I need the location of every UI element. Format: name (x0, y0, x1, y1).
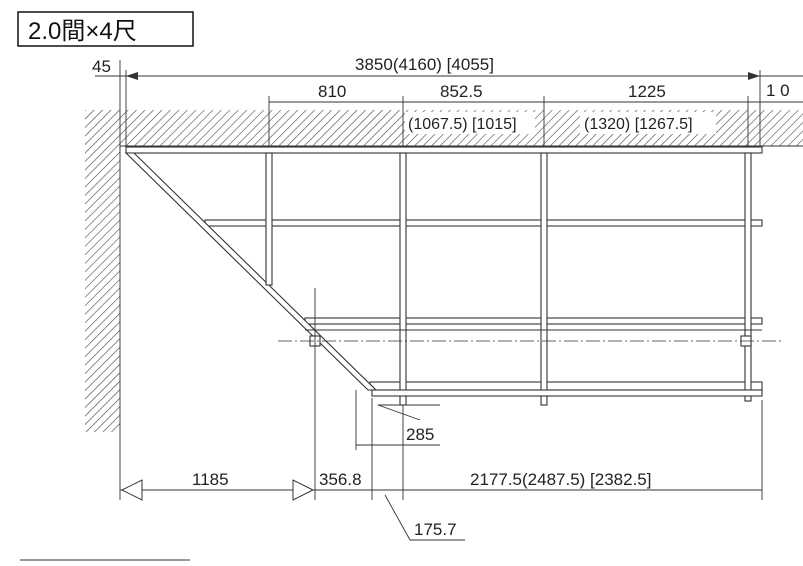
dim-right-offset: 1 0 (766, 81, 790, 100)
left-wall-hatch (85, 110, 120, 432)
label-bg-span3 (580, 112, 716, 134)
dim-285: 285 (406, 425, 434, 444)
dim-bottom-left: 1185 (192, 470, 229, 489)
dim-175: 175.7 (414, 520, 457, 539)
dim-bottom-right: 2177.5(2487.5) [2382.5] (470, 470, 651, 489)
roof-frame (124, 146, 783, 500)
label-bg-span2 (405, 112, 535, 134)
bottom-dimensions (119, 390, 763, 541)
title-box: 2.0間×4尺 (17, 11, 194, 47)
dim-span-2-alt: (1067.5) [1015] (408, 116, 517, 133)
top-dimensions (95, 60, 803, 150)
dim-span-2: 852.5 (440, 82, 483, 101)
dim-total-width: 3850(4160) [4055] (355, 55, 494, 74)
title-label: 2.0間×4尺 (28, 18, 137, 45)
dim-span-3-alt: (1320) [1267.5] (584, 116, 693, 133)
dim-bottom-mid: 356.8 (319, 470, 362, 489)
dim-left-offset: 45 (92, 57, 111, 76)
dim-span-3: 1225 (628, 82, 666, 101)
dim-span-1: 810 (318, 82, 346, 101)
